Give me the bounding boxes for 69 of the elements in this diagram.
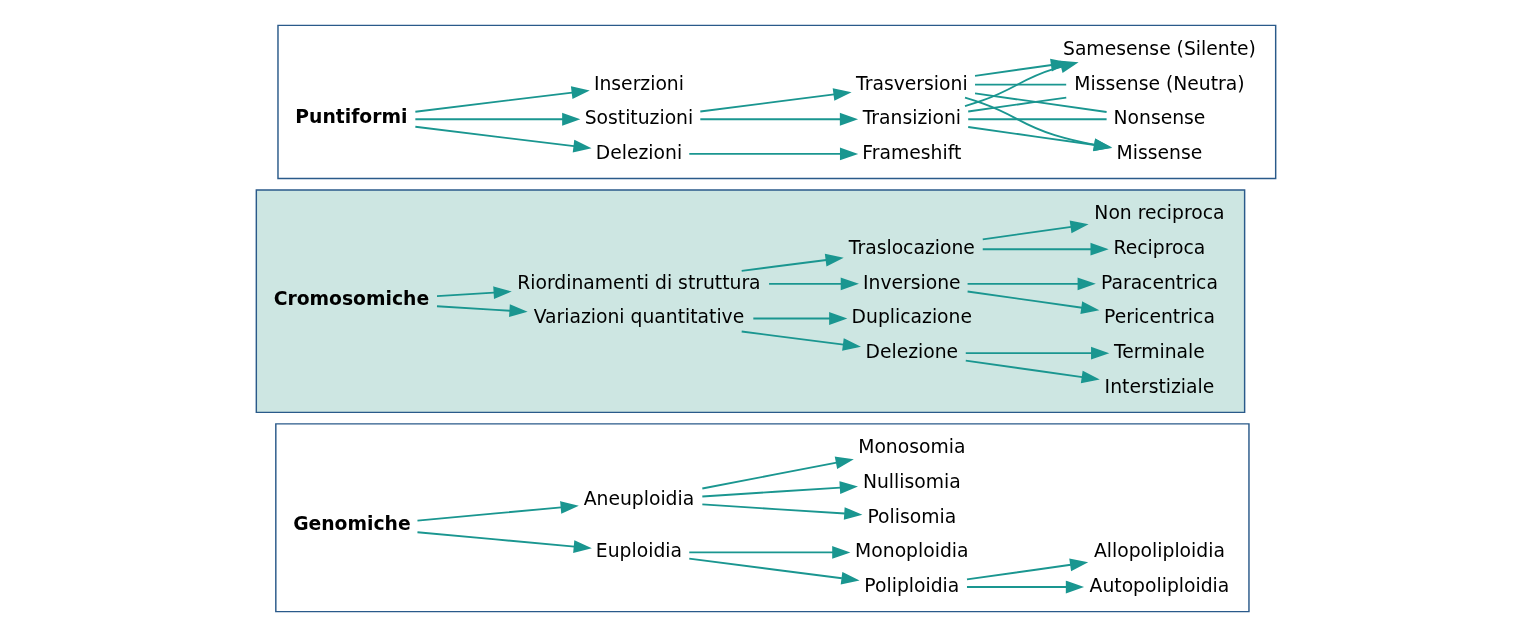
node-text: Delezione [865, 341, 959, 363]
node-text: Inversione [863, 271, 961, 293]
cluster [275, 423, 1250, 613]
node-text: Transizioni [862, 107, 962, 129]
arrow [701, 456, 854, 490]
node-text: Terminale [1114, 341, 1205, 363]
arrow [688, 557, 860, 585]
node-text: Sostituzioni [584, 107, 694, 129]
arrow [752, 312, 848, 325]
node-text: Traslocazione [848, 237, 975, 259]
arrow [964, 359, 1100, 384]
node-text: Euploidia [595, 540, 682, 562]
arrow [414, 86, 590, 113]
node-text: Aneuploidia [583, 488, 695, 510]
arrow [436, 304, 528, 318]
arrow [740, 253, 844, 272]
connector [967, 96, 1068, 113]
arrow [688, 147, 859, 161]
node-text: Pericentrica [1104, 306, 1215, 328]
node-text: Nonsense [1113, 107, 1206, 129]
arrow [966, 290, 1100, 314]
arrow [688, 546, 851, 559]
node-text: Riordinamenti di struttura [517, 271, 761, 293]
node-text: Cromosomiche [273, 287, 430, 309]
arrow [768, 277, 859, 291]
node-text: Delezioni [595, 141, 683, 163]
node-text: Reciproca [1113, 237, 1206, 259]
cluster [255, 189, 1246, 414]
node-text: Puntiformi [295, 105, 408, 127]
node-text: Allopoliploidia [1093, 540, 1225, 562]
node-text: Trasversioni [856, 72, 968, 94]
arrow [414, 125, 592, 153]
node-text: Duplicazione [851, 306, 973, 328]
arrow [966, 277, 1096, 291]
arrow [701, 503, 863, 520]
arrow [981, 220, 1089, 241]
connector [974, 92, 1108, 113]
node-text: Paracentrica [1100, 271, 1218, 293]
arrow [966, 558, 1089, 581]
node-text: Missense [1116, 141, 1203, 163]
node-text: Inserzioni [593, 72, 684, 94]
arrow [981, 242, 1109, 256]
arrow [974, 58, 1069, 77]
arrow [414, 112, 581, 126]
arrow [699, 88, 852, 113]
node-text: Nullisomia [862, 471, 961, 493]
node-text: Variazioni quantitative [533, 306, 745, 328]
arrow [701, 481, 858, 498]
node-text: Missense (Neutra) [1074, 72, 1245, 94]
node-text: Autopoliploidia [1089, 574, 1230, 596]
node-text: Frameshift [862, 141, 962, 163]
arrow [416, 531, 592, 553]
node-text: Polisomia [867, 505, 957, 527]
connector [974, 83, 1068, 86]
node-text: Samesense (Silente) [1062, 37, 1256, 59]
node-text: Non reciproca [1094, 202, 1225, 224]
arrow [740, 330, 861, 351]
node-text: Monoploidia [855, 540, 969, 562]
node-text: Monosomia [858, 436, 966, 458]
arrow [964, 346, 1110, 360]
node-text: Poliploidia [864, 574, 960, 596]
arrow [436, 286, 512, 299]
arrow [416, 501, 579, 522]
connector [967, 118, 1108, 121]
cluster [277, 24, 1277, 180]
arrow [966, 580, 1085, 594]
arrow [699, 112, 859, 126]
node-text: Interstiziale [1104, 375, 1215, 397]
node-text: Genomiche [293, 512, 411, 534]
